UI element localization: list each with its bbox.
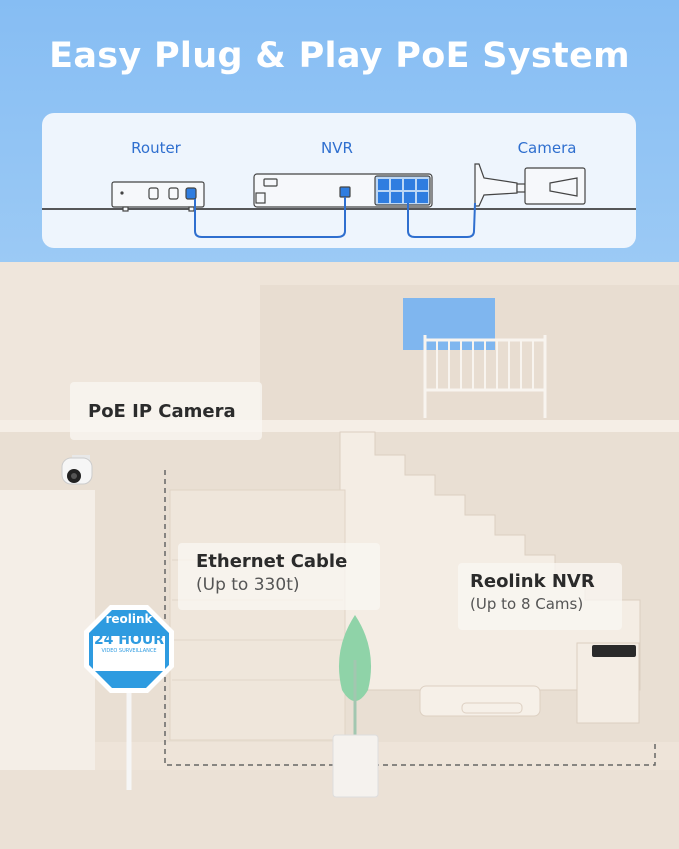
ethernet-cables: [194, 197, 476, 238]
nvr-icon: [253, 173, 433, 208]
callout-nvr-title: Reolink NVR: [470, 571, 595, 592]
connection-diagram: Router NVR Camera: [42, 113, 636, 248]
nvr-device: [592, 645, 636, 657]
callout-poe-camera: PoE IP Camera: [70, 382, 262, 440]
sign-subline: VIDEO SURVEILLANCE: [101, 648, 157, 654]
camera-icon: [474, 163, 586, 207]
diagram-drawing: [42, 163, 636, 238]
plant-icon: [332, 615, 379, 798]
sign-brand: reolink: [105, 612, 153, 626]
garage-door: [0, 490, 95, 770]
crib: [423, 335, 547, 418]
callout-ethernet-cable: Ethernet Cable (Up to 330t): [178, 543, 380, 610]
cable-route: [164, 470, 656, 766]
router-label: Router: [131, 139, 181, 157]
poe-camera-icon: [61, 455, 93, 485]
router-icon: [111, 181, 205, 212]
callout-nvr-subtitle: (Up to 8 Cams): [470, 595, 584, 613]
camera-label: Camera: [517, 139, 577, 157]
nvr-label: NVR: [321, 139, 353, 157]
page-title: Easy Plug & Play PoE System: [49, 36, 630, 76]
surveillance-sign: reolink 24 HOUR VIDEO SURVEILLANCE: [84, 612, 174, 654]
sofa: [419, 685, 541, 717]
callout-cable-subtitle: (Up to 330t): [196, 575, 300, 595]
callout-camera-title: PoE IP Camera: [88, 400, 236, 422]
callout-cable-title: Ethernet Cable: [196, 551, 348, 572]
callout-reolink-nvr: Reolink NVR (Up to 8 Cams): [458, 563, 622, 630]
sign-headline: 24 HOUR: [93, 632, 165, 648]
